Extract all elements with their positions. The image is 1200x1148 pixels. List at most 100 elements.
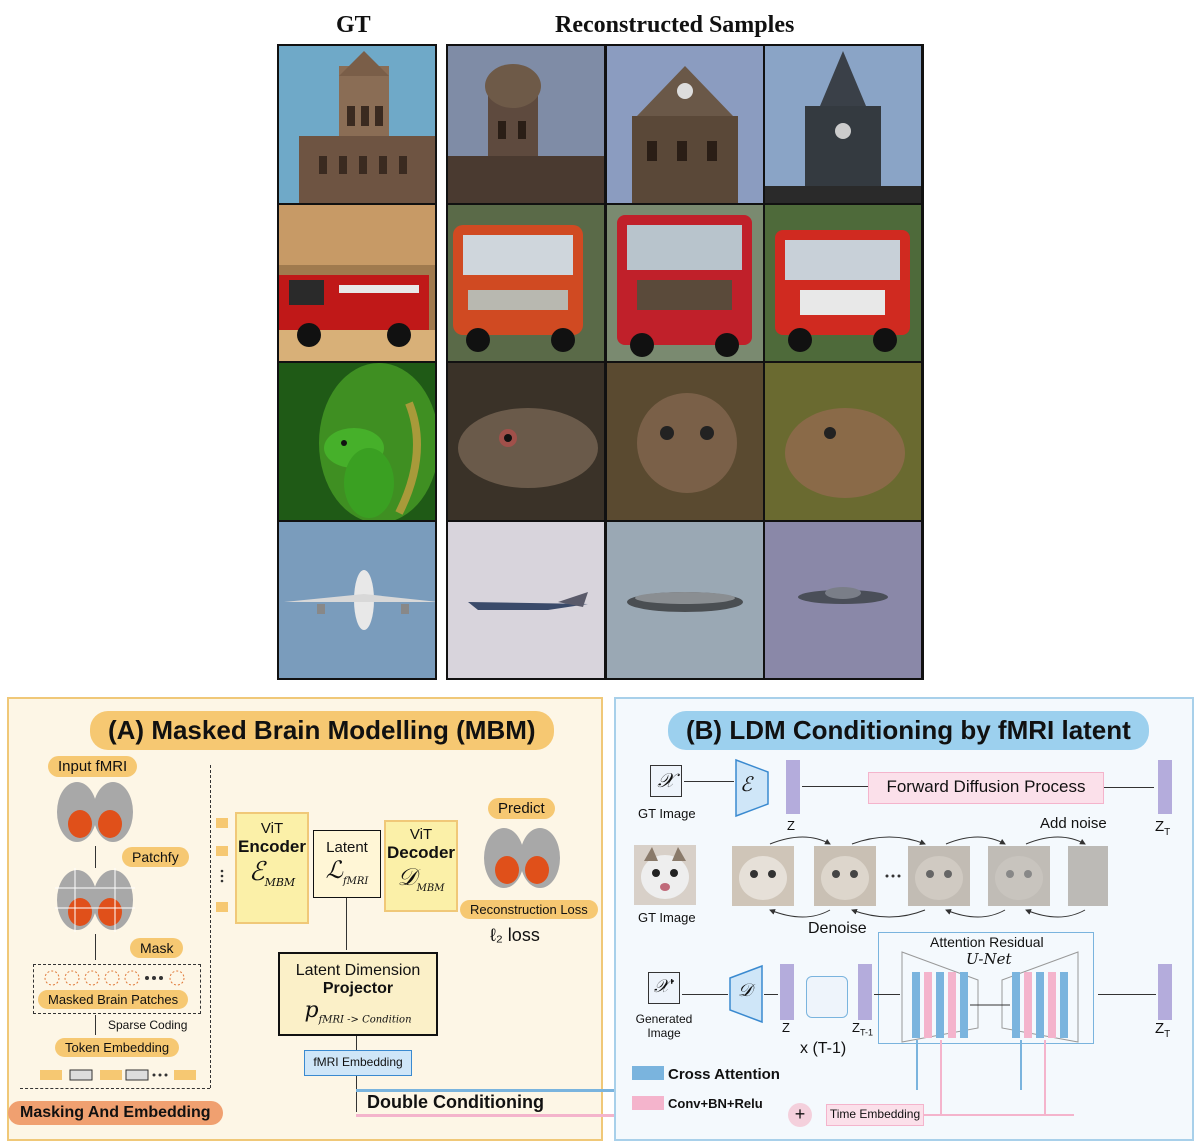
denoise-step-box	[806, 976, 848, 1018]
vit-decoder-box: ViT Decoder 𝒟MBM	[384, 820, 458, 912]
latent-symbol: ℒ	[325, 856, 343, 884]
encoder-input-tokens	[216, 818, 228, 912]
arrow-unet-to-zt1	[874, 994, 900, 995]
panel-b-title: (B) LDM Conditioning by fMRI latent	[668, 711, 1149, 750]
encoder-symbol: ℰ	[248, 857, 265, 887]
arrow-down-3	[95, 1015, 96, 1035]
arrow-zt3-to-unet	[1098, 994, 1156, 995]
ldp-line1: Latent Dimension	[295, 962, 421, 979]
feed-line-4	[1044, 1040, 1046, 1116]
recon-image-aircraft-1	[448, 521, 605, 678]
conv-label: Conv+BN+Relu	[668, 1096, 763, 1111]
attention-residual-label: Attention Residual	[930, 934, 1044, 950]
latent-subscript: fMRI	[342, 875, 369, 887]
denoise-label: Denoise	[808, 920, 867, 937]
unet-diagram	[901, 951, 1079, 1043]
loop-label: x (T-1)	[800, 1040, 847, 1057]
arrow-d-to-x	[682, 994, 728, 995]
masking-embedding-label: Masking And Embedding	[8, 1101, 223, 1125]
arrow-ldp-to-embedding	[356, 1036, 357, 1050]
recon-image-lizard-1	[448, 363, 605, 520]
time-embedding-box: Time Embedding	[826, 1104, 924, 1126]
arrow-z-to-fdp	[802, 786, 868, 787]
recon-image-lizard-3	[765, 363, 922, 520]
ldp-line2: Projector	[322, 980, 394, 997]
encoder-trapezoid	[735, 758, 769, 818]
latent-label: Latent	[326, 839, 368, 856]
masked-patches-label: Masked Brain Patches	[38, 990, 189, 1009]
latent-dimension-projector-box: Latent Dimension Projector pfMRI -> Cond…	[278, 952, 438, 1036]
token-embedding-label: Token Embedding	[55, 1038, 180, 1057]
recon-image-bus-3	[765, 204, 922, 361]
predict-label: Predict	[488, 798, 555, 819]
patchify-label: Patchfy	[122, 847, 189, 867]
unet-label: U-Net	[966, 950, 1012, 968]
reconstruction-loss-label: Reconstruction Loss	[460, 900, 598, 919]
l2-loss-label: ℓ₂ loss	[490, 925, 540, 945]
encoder-vit-label: ViT	[260, 820, 284, 837]
recon-image-aircraft-3	[765, 521, 922, 678]
z-label: Z	[787, 818, 795, 833]
recon-image-bus-1	[448, 204, 605, 361]
decoder-symbol: 𝒟	[397, 863, 417, 891]
recon-image-tower-1	[448, 46, 605, 203]
generated-image-label: Generated Image	[635, 1012, 693, 1040]
zt-label: ZT	[1155, 818, 1171, 838]
gt-header: GT	[336, 12, 371, 38]
zt1-label: ZT-1	[852, 1020, 873, 1038]
gt-image-label-2: GT Image	[638, 910, 696, 925]
noisy-cats-row	[732, 836, 1108, 918]
encoder-symbol-b: ℰ	[740, 772, 753, 796]
gt-image-x-box: 𝒳	[650, 765, 682, 797]
gt-image-lizard	[279, 363, 435, 520]
conv-line	[356, 1114, 788, 1117]
conv-swatch	[632, 1096, 664, 1110]
time-line	[924, 1114, 1074, 1116]
z-out-label: Z	[782, 1020, 790, 1035]
plus-circle: +	[788, 1103, 812, 1127]
latent-bar-zt3	[1158, 964, 1172, 1020]
latent-box: Latent ℒfMRI	[313, 830, 381, 898]
arrow-down-1	[95, 846, 96, 868]
embedding-divider-v	[210, 765, 211, 1088]
embedding-divider-h	[20, 1088, 210, 1089]
cross-attention-label: Cross Attention	[668, 1066, 780, 1083]
ldp-symbol: p	[304, 998, 319, 1023]
add-noise-label: Add noise	[1040, 815, 1107, 832]
brain-icon-patchified	[55, 868, 135, 932]
double-conditioning-label: Double Conditioning	[367, 1092, 544, 1112]
reconstructed-header: Reconstructed Samples	[555, 12, 795, 38]
recon-image-tower-2	[606, 46, 764, 203]
decoder-vit-label: ViT	[409, 826, 433, 843]
gt-image-clock-tower	[279, 46, 435, 203]
panel-a-title: (A) Masked Brain Modelling (MBM)	[90, 711, 554, 750]
token-row	[40, 1069, 196, 1081]
arrow-latent-to-ldp	[346, 898, 347, 950]
mask-label: Mask	[130, 938, 184, 958]
generated-image-x-box: 𝒳'	[648, 972, 680, 1004]
decoder-symbol-b: 𝒟	[738, 980, 753, 1001]
gt-image-airplane	[279, 521, 435, 678]
cat-gt	[634, 845, 696, 905]
feed-line-2	[1020, 1040, 1022, 1090]
ldp-subscript: fMRI -> Condition	[318, 1014, 412, 1026]
panel-b	[614, 697, 1194, 1141]
gt-image-label: GT Image	[638, 806, 696, 821]
sparse-coding-label: Sparse Coding	[108, 1018, 188, 1032]
decoder-trapezoid	[729, 964, 763, 1024]
recon-image-aircraft-2	[606, 521, 764, 678]
latent-bar-z-out	[780, 964, 794, 1020]
reconstructed-grid	[446, 44, 924, 680]
encoder-subscript: MBM	[264, 876, 296, 890]
arrow-embedding-down	[356, 1076, 357, 1112]
recon-image-bus-2	[606, 204, 764, 361]
attention-residual-box	[878, 932, 1094, 1044]
latent-bar-zt1	[858, 964, 872, 1020]
arrow-z-to-d	[764, 994, 778, 995]
decoder-label: Decoder	[386, 843, 456, 862]
arrow-down-2	[95, 934, 96, 960]
patch-circles	[44, 970, 185, 986]
gt-image-fire-truck	[279, 204, 435, 361]
feed-line-3	[940, 1040, 942, 1116]
feed-line-1	[916, 1040, 918, 1090]
